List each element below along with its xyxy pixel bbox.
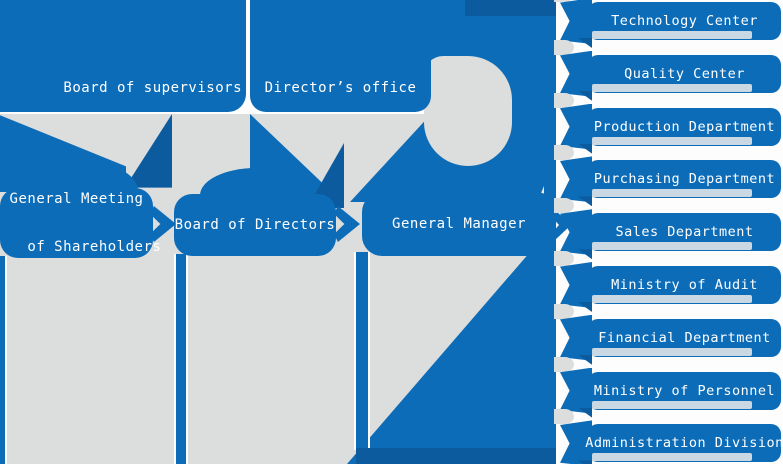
ribbon-fold [578, 38, 592, 48]
node-label-line1: General Meeting [9, 191, 144, 207]
ribbon-body: Sales Department [588, 213, 781, 252]
node-label: Board of Directors [174, 217, 336, 233]
ribbon-gap-wedge [554, 0, 574, 2]
trunk-top-band [465, 0, 556, 16]
ribbon-body: Technology Center [588, 2, 781, 40]
ribbon-fold [578, 143, 592, 154]
node-general-manager: General Manager [362, 192, 556, 256]
department-label: Administration Division [585, 435, 783, 452]
department-ribbon: Administration Division [554, 409, 783, 464]
ribbon-fold [578, 249, 592, 260]
ribbon-gap-wedge [554, 198, 574, 214]
ribbon-gap-wedge [554, 92, 574, 108]
department-ribbon: Technology Center [554, 0, 783, 48]
department-label: Ministry of Audit [611, 277, 758, 293]
ribbon-body: Quality Center [588, 54, 781, 93]
department-label: Sales Department [615, 224, 754, 241]
department-label: Quality Center [624, 65, 745, 82]
department-ribbon: Ministry of Personnel [554, 356, 783, 418]
ribbon-gap-wedge [554, 145, 574, 161]
drop-line-general-manager [354, 252, 370, 450]
ribbon-fold [578, 196, 592, 207]
department-ribbon: Quality Center [554, 39, 783, 101]
department-ribbon: Financial Department [554, 303, 783, 365]
department-label: Production Department [593, 118, 776, 135]
department-ribbon: Ministry of Audit [554, 251, 783, 312]
department-label: Financial Department [598, 329, 771, 346]
ribbon-body: Financial Department [588, 318, 781, 357]
node-label: General Meeting of Shareholders [0, 187, 161, 259]
ribbon-gap-wedge [554, 39, 574, 55]
node-label-line2: of Shareholders [27, 239, 162, 255]
ribbon-body: Ministry of Audit [588, 266, 781, 304]
department-ribbon: Purchasing Department [554, 145, 783, 207]
node-board-of-directors: Board of Directors [174, 194, 336, 256]
department-ribbon: Sales Department [554, 198, 783, 260]
node-label: Board of supervisors [63, 80, 242, 96]
ribbon-fold [578, 90, 592, 101]
ribbon-body: Administration Division [585, 424, 783, 463]
ribbon-fold [578, 302, 592, 312]
drop-line-general-meeting [0, 256, 7, 464]
bottom-connector-band [356, 448, 556, 464]
ribbon-body: Ministry of Personnel [588, 371, 781, 410]
node-board-of-supervisors: Board of supervisors [0, 0, 246, 112]
department-ribbon: Production Department [554, 92, 783, 154]
trunk-gray-notch [424, 56, 512, 166]
ribbon-gap-wedge [554, 409, 574, 425]
node-label: General Manager [392, 216, 526, 232]
ribbon-gap-wedge [554, 303, 574, 319]
drop-line-board-of-directors [174, 254, 188, 464]
department-label: Purchasing Department [593, 171, 776, 188]
node-directors-office: Director’s office [250, 0, 431, 112]
ribbon-gap-wedge [554, 251, 574, 266]
department-label: Technology Center [611, 13, 758, 29]
ribbon-body: Production Department [588, 107, 781, 146]
node-general-meeting-of-shareholders: General Meeting of Shareholders [0, 188, 161, 258]
ribbon-fold [578, 460, 592, 464]
department-label: Ministry of Personnel [593, 382, 776, 399]
ribbon-fold [578, 354, 592, 365]
ribbon-body: Purchasing Department [588, 160, 781, 199]
ribbon-fold [578, 407, 592, 418]
ribbon-gap-wedge [554, 356, 574, 372]
node-label: Director’s office [264, 80, 417, 96]
